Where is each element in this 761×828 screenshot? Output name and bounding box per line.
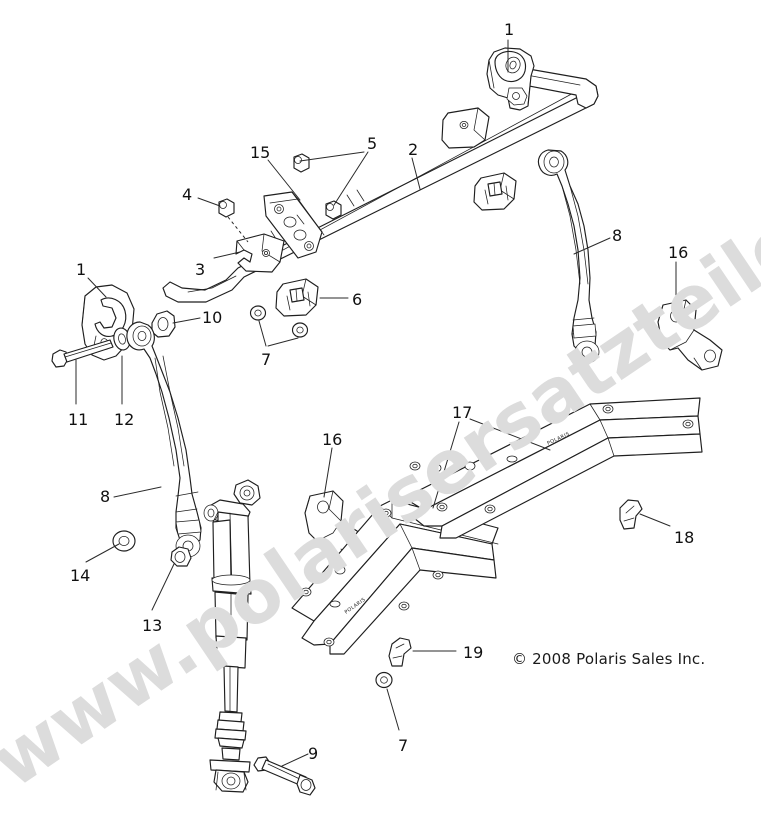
part-7-nuts-upper xyxy=(249,305,309,338)
leader-lines xyxy=(75,39,677,767)
part-sway-bar xyxy=(162,63,599,303)
part-7-nut-lower xyxy=(375,671,393,689)
callout-number-16: 16 xyxy=(668,243,689,262)
callout-number-2: 2 xyxy=(408,140,419,159)
part-14-washer xyxy=(112,530,136,552)
part-8-right-link xyxy=(537,149,600,364)
callout-number-19: 19 xyxy=(463,643,484,662)
callout-number-18: 18 xyxy=(674,528,695,547)
callout-number-5: 5 xyxy=(367,134,378,153)
part-18-rivet xyxy=(619,499,643,530)
part-6-clip xyxy=(275,278,319,317)
callout-number-14: 14 xyxy=(70,566,91,585)
part-19-screw xyxy=(388,637,412,667)
part-upper-pad xyxy=(441,107,490,149)
callout-number-17: 17 xyxy=(452,403,473,422)
callout-number-6: 6 xyxy=(352,290,363,309)
callout-number-1: 1 xyxy=(504,20,515,39)
part-10-nut xyxy=(151,310,176,338)
callout-number-7: 7 xyxy=(261,350,272,369)
callout-number-3: 3 xyxy=(195,260,206,279)
part-13-spacer xyxy=(170,546,192,567)
part-11-bolt xyxy=(51,339,114,368)
callout-number-8: 8 xyxy=(612,226,623,245)
callout-number-12: 12 xyxy=(114,410,135,429)
part-6-clip-upper xyxy=(473,172,517,211)
callout-number-15: 15 xyxy=(250,143,271,162)
callout-number-16: 16 xyxy=(322,430,343,449)
callout-number-1: 1 xyxy=(76,260,87,279)
part-17-skid-plate-right: POLARIS xyxy=(403,397,703,539)
part-5-bolts xyxy=(293,153,342,220)
callout-number-9: 9 xyxy=(308,744,319,763)
callout-number-11: 11 xyxy=(68,410,89,429)
part-9-bolt xyxy=(253,756,316,796)
part-16-bracket-right xyxy=(657,299,723,371)
part-8-left-link xyxy=(126,321,202,558)
callout-number-8: 8 xyxy=(100,487,111,506)
callout-number-10: 10 xyxy=(202,308,223,327)
part-shock-absorber xyxy=(203,479,261,793)
callout-number-13: 13 xyxy=(142,616,163,635)
callout-number-4: 4 xyxy=(182,185,193,204)
part-1-top-clamp xyxy=(486,47,535,111)
copyright-notice: © 2008 Polaris Sales Inc. xyxy=(512,650,706,668)
part-4-bolt xyxy=(218,198,249,243)
part-15-mount-plate xyxy=(263,191,325,259)
part-3-lower-bracket xyxy=(235,233,285,273)
callout-number-7: 7 xyxy=(398,736,409,755)
